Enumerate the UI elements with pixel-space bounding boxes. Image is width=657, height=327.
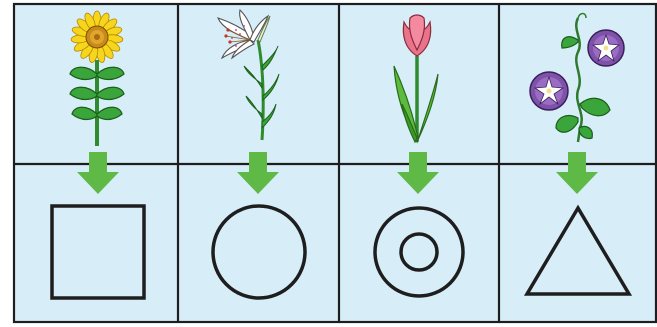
flower-shape-grid (0, 0, 657, 327)
